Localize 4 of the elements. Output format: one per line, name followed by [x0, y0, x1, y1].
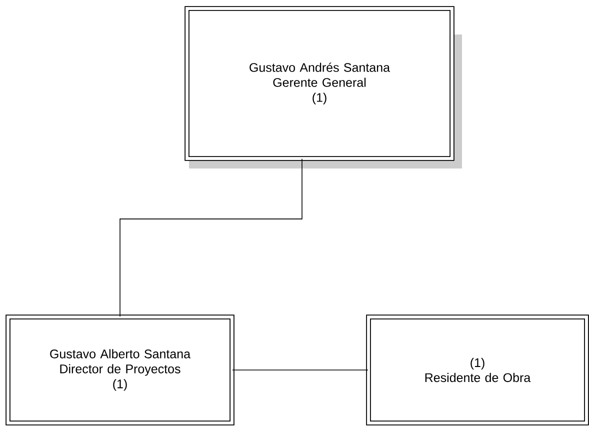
position-box: Gustavo Andrés Santana Gerente General (1): [184, 6, 462, 168]
position-box: (1) Residente de Obra: [366, 314, 589, 426]
position-box: Gustavo Alberto Santana Director de Proyectos (1): [6, 314, 234, 426]
connector-line: [120, 158, 302, 317]
